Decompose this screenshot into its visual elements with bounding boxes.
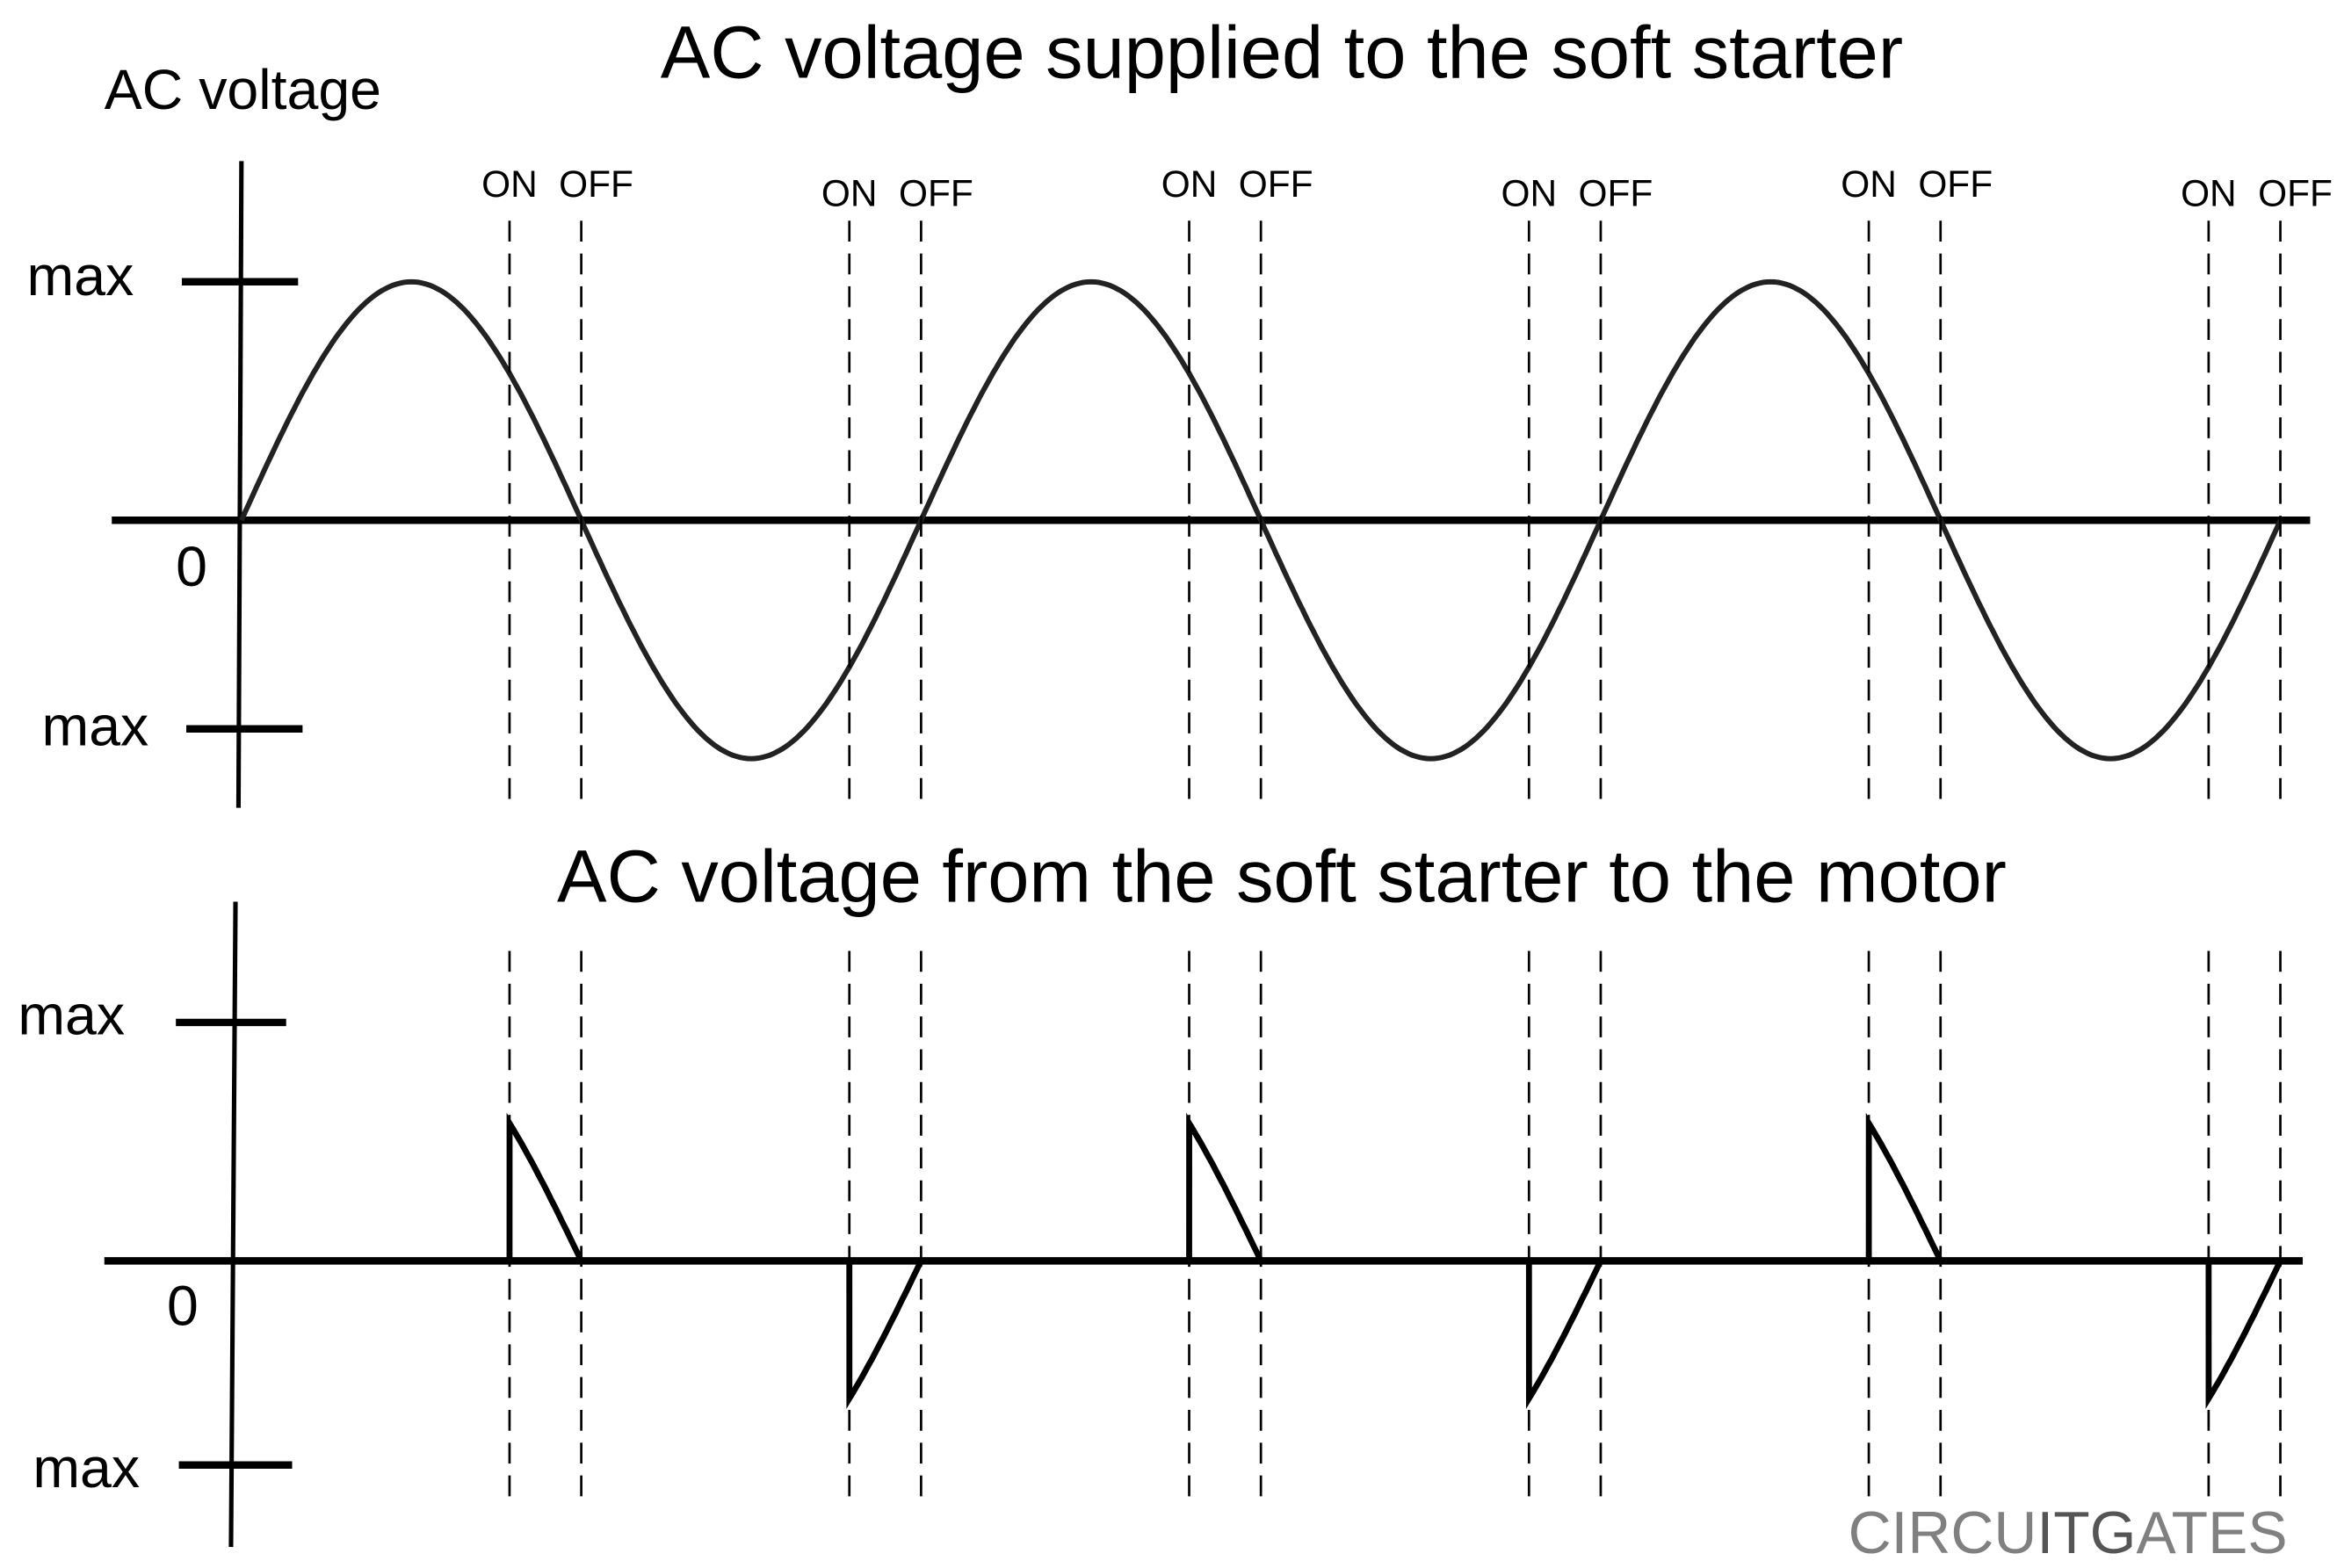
top-title: AC voltage supplied to the soft starter xyxy=(661,10,1903,93)
top-min-label: max xyxy=(42,694,149,757)
off-label: OFF xyxy=(559,163,633,205)
bottom-title: AC voltage from the soft starter to the … xyxy=(557,835,2007,918)
watermark-logo: CIRCUITGATES xyxy=(1849,1500,2288,1566)
on-label: ON xyxy=(2181,172,2237,213)
top-max-label: max xyxy=(27,244,134,307)
bottom-min-label: max xyxy=(33,1436,140,1499)
output-voltage-pulse xyxy=(1525,1259,1604,1410)
bottom-zero-label: 0 xyxy=(167,1274,199,1337)
bottom-y-axis xyxy=(228,901,238,1548)
off-label: OFF xyxy=(1239,163,1313,205)
output-voltage-pulse xyxy=(506,1112,584,1262)
off-label: OFF xyxy=(899,172,973,213)
on-label: ON xyxy=(1161,163,1218,205)
on-label: ON xyxy=(1501,172,1558,213)
output-voltage-pulse xyxy=(2205,1259,2283,1410)
output-voltage-pulse xyxy=(1865,1112,1943,1262)
off-label: OFF xyxy=(1579,172,1653,213)
top-y-axis xyxy=(235,161,244,808)
off-label: OFF xyxy=(2258,172,2333,213)
output-voltage-pulse xyxy=(1186,1112,1264,1262)
top-zero-label: 0 xyxy=(176,535,207,598)
off-label: OFF xyxy=(1918,163,1993,205)
on-label: ON xyxy=(821,172,878,213)
output-voltage-pulse xyxy=(846,1259,924,1410)
on-label: ON xyxy=(481,163,538,205)
y-axis-label: AC voltage xyxy=(105,58,381,121)
on-label: ON xyxy=(1841,163,1897,205)
bottom-max-label: max xyxy=(18,984,125,1047)
